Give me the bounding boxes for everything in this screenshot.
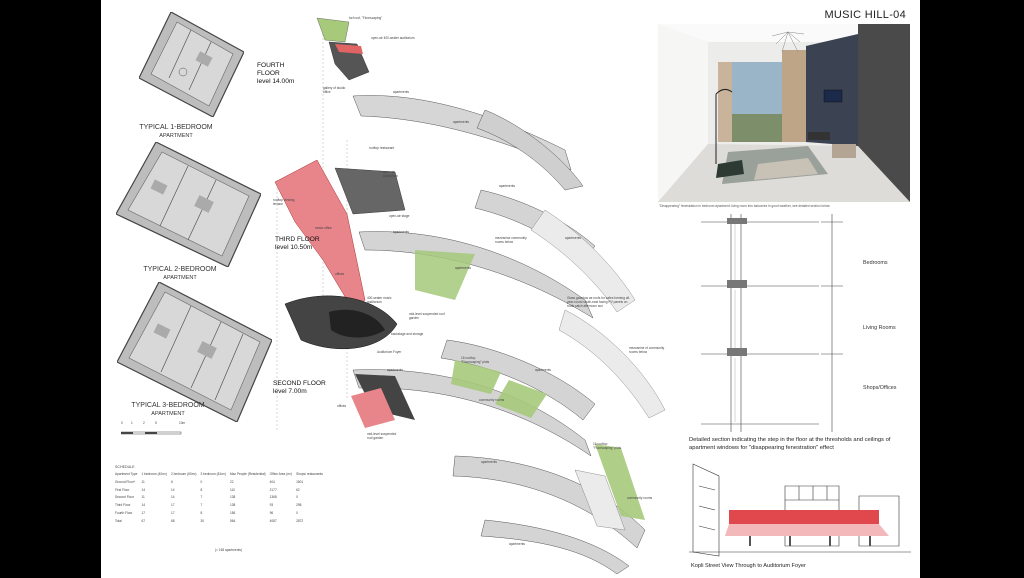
annotation: Auditorium Foyer [377, 350, 402, 354]
apartment-plan-1-bedroom [139, 12, 244, 117]
annotation: apartments [481, 460, 497, 464]
annotation: open-air 400-seater auditorium [371, 36, 415, 40]
annotation: apartments [565, 236, 581, 240]
schedule-header: 1 bedroom (40m²) [141, 472, 167, 476]
photo-caption: "Disappearing" fenestration in bedroom a… [659, 204, 830, 208]
annotation: offices [335, 272, 345, 276]
annotation: open-air stage [389, 214, 410, 218]
scale-2: 2 [143, 421, 145, 425]
annotation: apartments [387, 368, 403, 372]
schedule-title: SCHEDULE [115, 465, 135, 469]
annotation: 15 rooftop "Floorscaping" plots [461, 356, 490, 364]
section-detail-right [819, 214, 845, 432]
annotation: rooftop restaurant [369, 146, 395, 150]
annotation: backstage and storage [391, 332, 424, 336]
annotation: apartments [455, 266, 471, 270]
annotation: mid-level suspended roof garden [367, 432, 397, 440]
annotation: community rooms [627, 496, 653, 500]
schedule-header: 2 bedroom (60m²) [170, 472, 197, 476]
annotation: Glass gazebos as roofs for cafes forming… [567, 296, 631, 308]
apartment-plan-2-bedroom [116, 142, 261, 267]
annotation: mezzanine community rooms below [495, 236, 527, 244]
annotation: apartments [499, 184, 515, 188]
annotation: apartments [453, 120, 469, 124]
annotation: mid-level suspended roof garden [409, 312, 445, 320]
annotation: turf roof, "Floorscaping" [349, 16, 383, 20]
scale-10: 10m [179, 421, 186, 425]
annotation: offices [337, 404, 347, 408]
annotation: apartments [535, 368, 551, 372]
detailed-section [701, 214, 819, 432]
scale-5: 5 [155, 421, 157, 425]
section-label-bedrooms: Bedrooms [863, 260, 888, 266]
annotation: 16 rooftop "Floorscaping" plots [593, 442, 622, 450]
annotation: rooftop viewing terrace [273, 198, 295, 206]
section-label-living-rooms: Living Rooms [863, 325, 896, 331]
annotation: community rooms [479, 398, 505, 402]
schedule-header: Max People (Residential) [230, 472, 266, 476]
schedule-note: (= 165 apartments) [215, 548, 243, 552]
schedule-header: Apartment Type [115, 472, 138, 476]
annotation: apartments [509, 542, 525, 546]
street-view-caption: Kopli Street View Through to Auditorium … [691, 563, 806, 569]
street-view-sketch [689, 456, 911, 558]
scale-0: 0 [121, 421, 123, 425]
annotation: mezzanine of community rooms below [629, 346, 665, 354]
annotation: 400-seater music auditorium [367, 296, 392, 304]
schedule-header: Shops/ restaurants [296, 472, 323, 476]
schedule-header-row: Apartment Type 1 bedroom (40m²) 2 bedroo… [115, 472, 327, 480]
annotation: apartments [393, 230, 409, 234]
sheet-title: MUSIC HILL-04 [824, 9, 906, 21]
annotation: music office [315, 226, 332, 230]
interior-render [658, 24, 910, 202]
annotation: apartments [393, 90, 409, 94]
scale-bar: 0 1 2 5 10m [120, 421, 191, 442]
section-caption: Detailed section indicating the step in … [689, 437, 891, 451]
schedule-table: Apartment Type 1 bedroom (40m²) 2 bedroo… [115, 472, 327, 527]
annotation: gallery of studio office [323, 86, 346, 94]
schedule-header: 3 bedroom (81m²) [200, 472, 226, 476]
section-label-shops-offices: Shops/Offices [863, 385, 897, 391]
schedule-header: Office Area (m²) [269, 472, 293, 476]
apartment-plan-3-bedroom [117, 282, 272, 422]
scale-1: 1 [131, 421, 133, 425]
annotation: open-air auditorium [383, 170, 398, 178]
